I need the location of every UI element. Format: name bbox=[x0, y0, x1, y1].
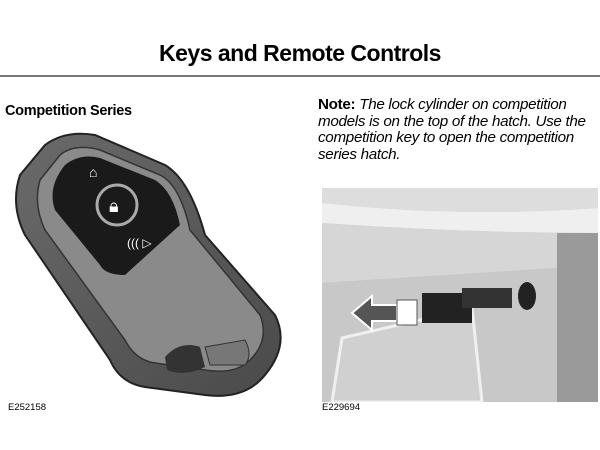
page-title: Keys and Remote Controls bbox=[159, 40, 441, 66]
section-title: Competition Series bbox=[5, 103, 132, 119]
hatch-lock-illustration bbox=[322, 188, 598, 402]
lock-button bbox=[95, 183, 139, 227]
unlock-icon: ⌂ bbox=[89, 164, 97, 180]
remote-start-icon: ((( ▷ bbox=[127, 236, 152, 250]
figure-caption-right: E229694 bbox=[322, 402, 361, 413]
note-text: The lock cylinder on competition models … bbox=[318, 96, 586, 163]
figure-caption-left: E252158 bbox=[8, 402, 47, 413]
key-fob-illustration: 🔒︎ ⌂ ((( ▷ bbox=[15, 132, 282, 397]
lock-icon: 🔒︎ bbox=[109, 196, 119, 216]
note-label: Note: bbox=[318, 96, 356, 113]
key-release-button bbox=[165, 344, 205, 373]
note-paragraph: Note: The lock cylinder on competition m… bbox=[318, 96, 600, 163]
header-divider bbox=[0, 75, 600, 77]
